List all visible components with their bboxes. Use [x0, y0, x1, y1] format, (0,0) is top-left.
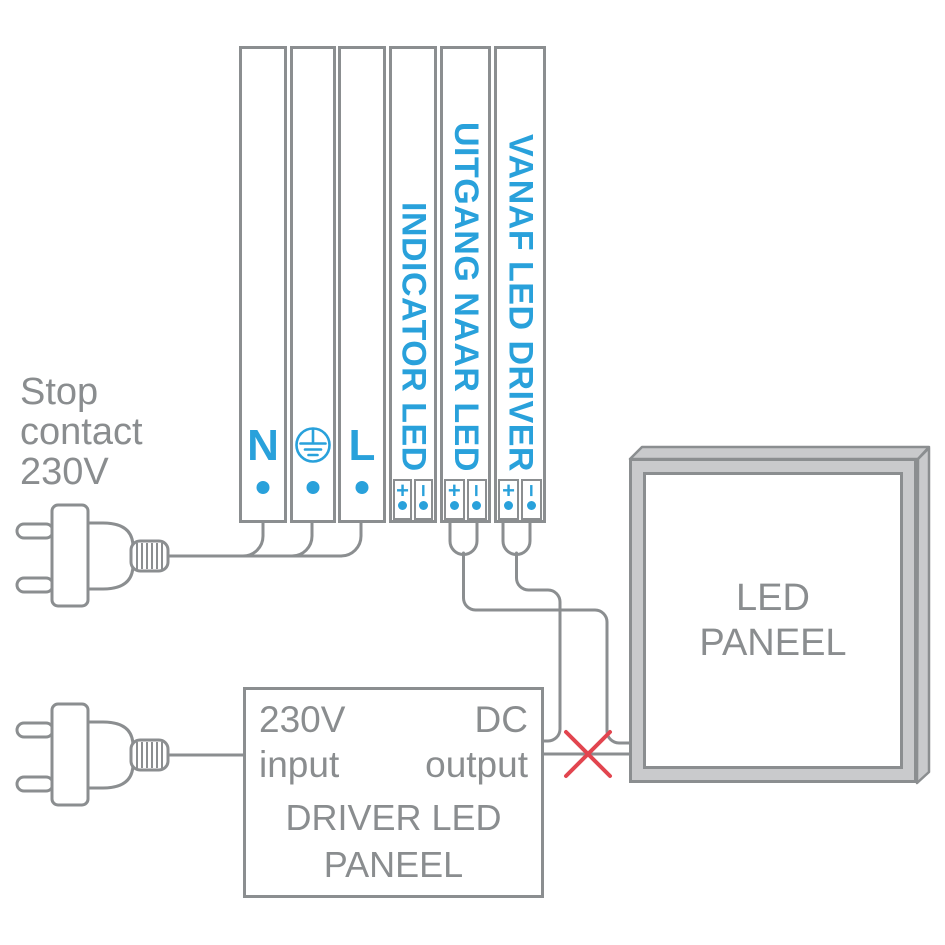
- terminal-column-n: N: [239, 46, 287, 523]
- driver-io-row: 230V input DC output: [246, 690, 541, 787]
- terminal-dot: [472, 501, 482, 510]
- led-panel-line1: LED: [736, 576, 810, 619]
- wire-uitgang-naar-led: [462, 551, 633, 745]
- branch-wire-l: [339, 517, 363, 558]
- driver-name-line2: PANEEL: [323, 844, 464, 885]
- terminal-dot: [527, 501, 536, 510]
- plus-terminal: +: [498, 479, 519, 520]
- led-panel-3d-side: [915, 446, 931, 785]
- terminal-column-l: L: [338, 46, 386, 523]
- terminal-column-indicator-led: INDICATOR LED + −: [389, 46, 437, 523]
- plus-symbol: +: [447, 478, 461, 503]
- terminal-dot: [398, 501, 407, 510]
- terminal-label-indicator-led: INDICATOR LED: [394, 202, 433, 472]
- terminal-column-earth: [290, 46, 336, 523]
- led-panel-line2: PANEEL: [699, 621, 847, 664]
- minus-terminal: −: [518, 479, 544, 520]
- cable-stub-vanaf: [501, 516, 532, 556]
- polarity-cells: + −: [393, 479, 436, 520]
- plus-terminal: +: [393, 479, 412, 520]
- mains-plug-icon: [15, 702, 170, 807]
- driver-box: 230V input DC output DRIVER LED PANEEL: [243, 687, 544, 898]
- minus-symbol: −: [464, 484, 490, 497]
- terminal-dot: [419, 501, 428, 510]
- terminal-block: N L INDICATOR LED +: [239, 46, 546, 523]
- minus-terminal: −: [410, 479, 436, 520]
- driver-name-line1: DRIVER LED: [285, 797, 502, 838]
- stop-contact-label: Stop contact 230V: [20, 372, 143, 492]
- polarity-cells: + −: [498, 479, 544, 520]
- plus-symbol: +: [396, 478, 409, 503]
- protective-earth-icon: [294, 426, 332, 464]
- driver-name-label: DRIVER LED PANEEL: [246, 794, 541, 888]
- minus-symbol: −: [518, 484, 544, 497]
- branch-wire-earth: [290, 517, 314, 558]
- stop-contact-line2: contact: [20, 411, 143, 453]
- terminal-dot: [306, 481, 320, 494]
- terminal-dot: [256, 481, 270, 494]
- driver-input-line1: 230V: [259, 699, 346, 740]
- polarity-cells: + −: [444, 479, 490, 520]
- driver-output-line2: output: [425, 744, 528, 785]
- driver-output-label: DC output: [425, 697, 528, 787]
- terminal-dot: [355, 481, 369, 494]
- terminal-column-vanaf-led-driver: VANAF LED DRIVER + −: [494, 46, 546, 523]
- terminal-label-vanaf-led-driver: VANAF LED DRIVER: [501, 134, 540, 472]
- disconnect-cross-icon: [564, 730, 612, 778]
- driver-input-line2: input: [259, 744, 340, 785]
- plus-symbol: +: [502, 478, 515, 503]
- driver-output-line1: DC: [474, 699, 528, 740]
- terminal-label-l: L: [348, 421, 376, 470]
- led-panel: LED PANEEL: [629, 458, 917, 783]
- stop-contact-line1: Stop: [20, 371, 99, 413]
- branch-wire-n: [241, 517, 265, 558]
- minus-terminal: −: [464, 479, 490, 520]
- terminal-dot: [504, 501, 513, 510]
- terminal-dot: [449, 501, 459, 510]
- plus-terminal: +: [444, 479, 465, 520]
- driver-input-label: 230V input: [259, 697, 345, 787]
- cable-stub-uitgang: [448, 516, 479, 556]
- terminal-label-n: N: [247, 421, 279, 470]
- wire-vanaf-led-driver: [515, 551, 562, 743]
- terminal-column-uitgang-naar-led: UITGANG NAAR LED + −: [440, 46, 491, 523]
- mains-plug-icon: [15, 503, 170, 608]
- terminal-label-uitgang-naar-led: UITGANG NAAR LED: [447, 122, 485, 472]
- stop-contact-line3: 230V: [20, 451, 109, 493]
- led-panel-face: LED PANEEL: [643, 472, 903, 769]
- minus-symbol: −: [410, 484, 436, 497]
